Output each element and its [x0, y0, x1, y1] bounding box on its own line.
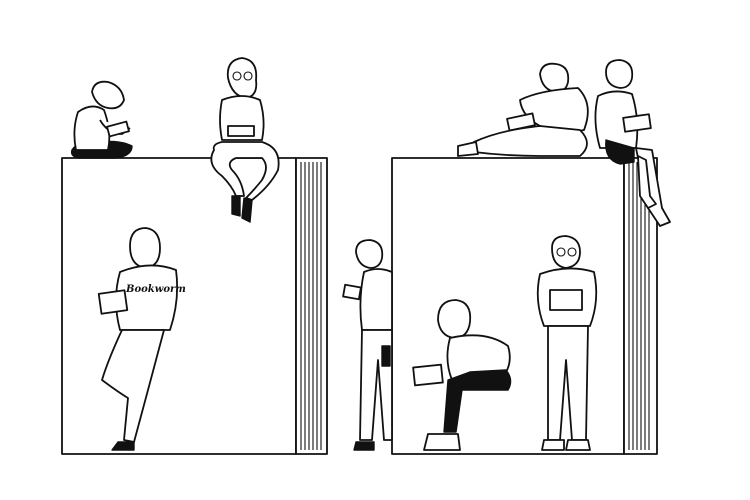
- reader-sitting-crosslegged: [70, 80, 133, 159]
- right-giant-book: [391, 157, 658, 455]
- reader-sitting-edge-right: [594, 59, 671, 227]
- reader-bookworm-leaning: Bookworm: [97, 227, 186, 451]
- reader-standing-glasses: [536, 235, 598, 451]
- reader-standing-between-books: [342, 239, 393, 451]
- reader-sitting-hoodie: [412, 299, 512, 451]
- reader-sitting-edge-glasses: [210, 57, 280, 223]
- left-book-cover: [61, 157, 297, 455]
- left-book-page-lines: [300, 162, 322, 450]
- reader-leaning-top-right: [457, 62, 589, 157]
- shirt-text: Bookworm: [125, 284, 186, 295]
